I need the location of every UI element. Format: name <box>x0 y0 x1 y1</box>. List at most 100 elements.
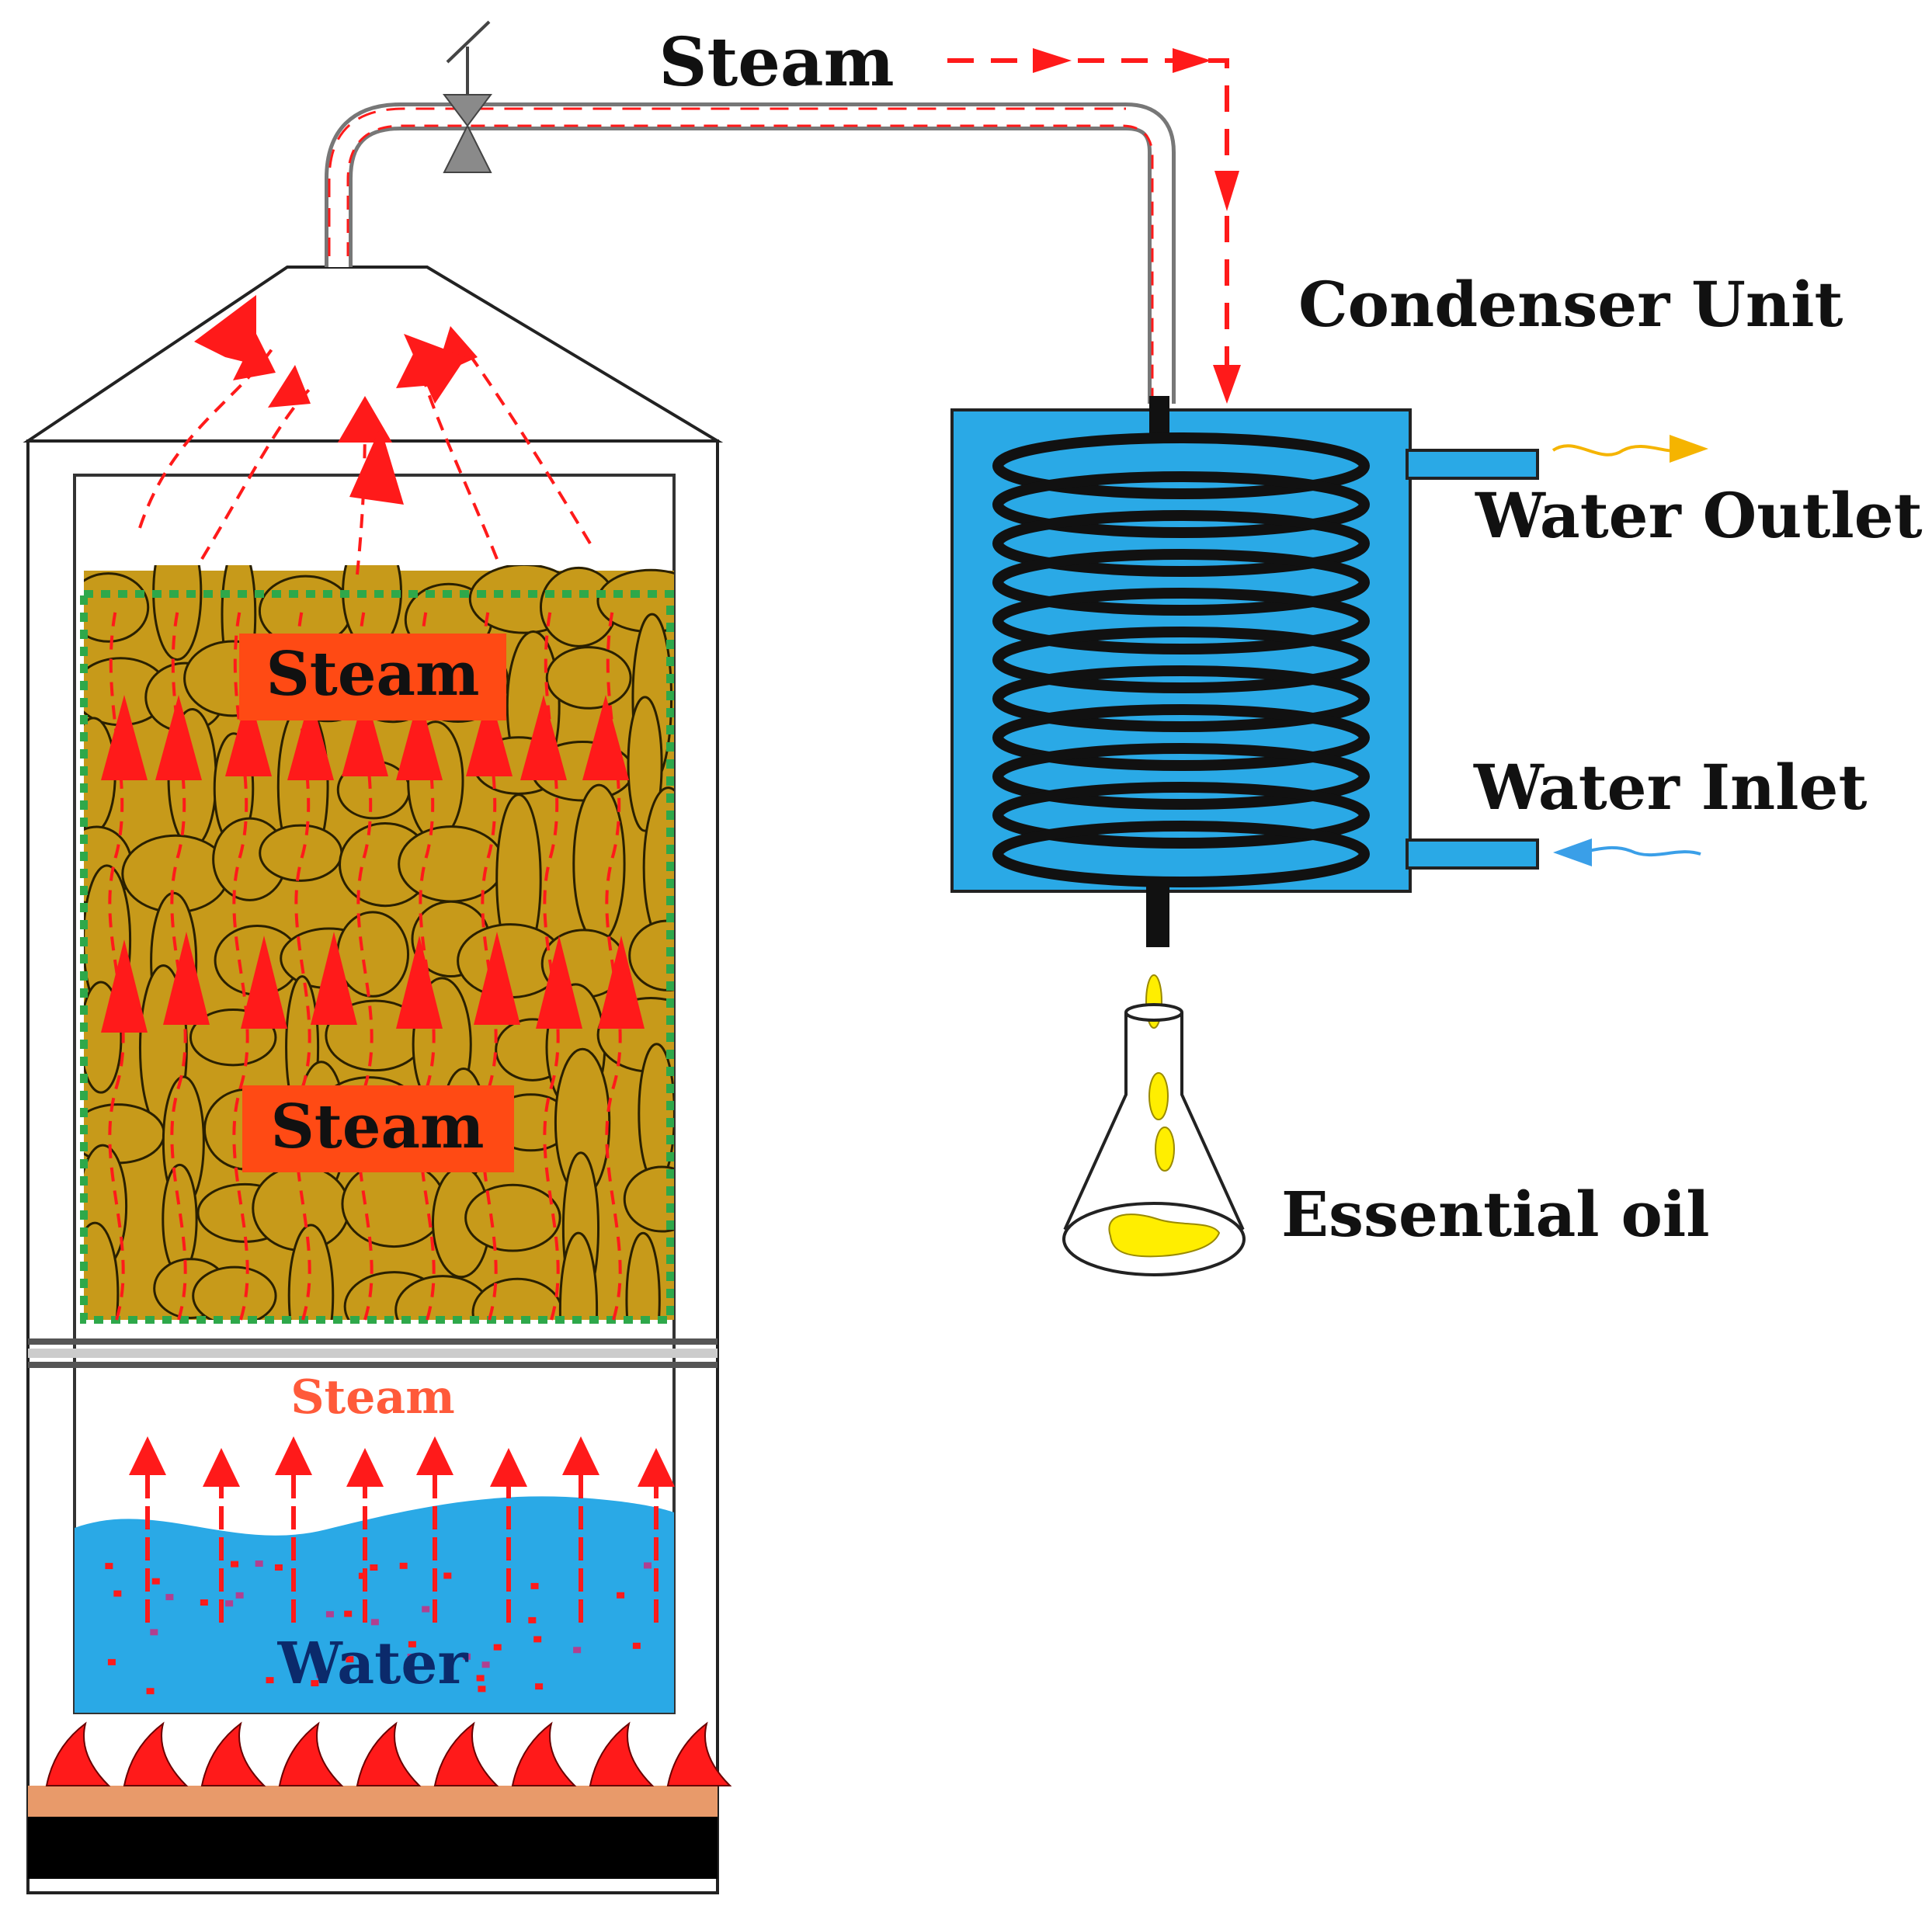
flame <box>45 1721 111 1786</box>
bubble <box>231 1561 239 1568</box>
bubble <box>113 1590 122 1597</box>
bubble <box>105 1563 113 1570</box>
flame <box>123 1721 189 1786</box>
leaf <box>627 696 663 832</box>
steam-arrow-up <box>287 695 334 780</box>
bubble <box>325 1611 334 1618</box>
steam-arrow-up <box>241 936 287 1029</box>
water-inlet-pipe <box>1406 838 1539 870</box>
coil-turn <box>992 704 1370 771</box>
bubble <box>422 1606 430 1613</box>
steam-arrow-up <box>396 936 443 1029</box>
bubble <box>165 1594 174 1601</box>
water-label: Water <box>277 1630 469 1697</box>
steam-arrow-up <box>598 936 645 1029</box>
leaf <box>625 1231 661 1320</box>
leaf <box>84 572 150 643</box>
bubble <box>200 1599 208 1606</box>
bubble <box>443 1572 452 1579</box>
bubble <box>533 1636 542 1643</box>
bubble <box>476 1675 485 1682</box>
steam-arrow-head <box>268 365 311 408</box>
bubble <box>150 1629 158 1636</box>
water-outlet-arrow <box>1552 435 1708 463</box>
steam-arrow-up <box>342 691 388 776</box>
leaf <box>341 1160 447 1248</box>
steam-arrow-head <box>349 427 404 505</box>
perforated-plate <box>28 1338 718 1368</box>
steam-arrow-up <box>466 691 513 776</box>
bubble <box>151 1578 160 1585</box>
leaf <box>464 1183 561 1252</box>
flame <box>278 1721 344 1786</box>
bubble <box>481 1661 490 1668</box>
coil-turn <box>992 821 1370 887</box>
bubble <box>370 1619 379 1626</box>
steam-chamber-label: Steam <box>290 1370 455 1425</box>
steam-arrow-up <box>311 932 357 1025</box>
steam-arrow-head <box>194 295 256 365</box>
bubble <box>632 1642 641 1649</box>
steam-arrows-roof <box>138 295 592 575</box>
steam-arrow-up <box>163 932 210 1025</box>
bubble <box>617 1592 625 1599</box>
steam-arrow-head <box>346 1448 384 1487</box>
steam-pipe-label: Steam <box>658 23 894 102</box>
leaf <box>84 1221 120 1320</box>
leaf <box>638 1043 674 1184</box>
bubble <box>225 1600 234 1607</box>
bubble <box>530 1582 539 1589</box>
water-pool: Water <box>75 1496 674 1713</box>
coil-turn <box>992 471 1370 538</box>
coil-turn <box>992 432 1370 499</box>
leaf <box>545 646 632 710</box>
coil-turn <box>992 665 1370 732</box>
steam-arrow-head <box>338 396 392 443</box>
steam-arrow-head <box>638 1448 675 1487</box>
bubble <box>255 1561 263 1568</box>
steam-label-box-lower: Steam <box>242 1085 514 1172</box>
coil-turn <box>992 588 1370 654</box>
bubble <box>344 1610 353 1617</box>
condenser-unit <box>950 396 1539 947</box>
steam-arrow-up <box>101 939 148 1033</box>
basket-border <box>80 590 674 1324</box>
steam-arrow-head <box>404 334 466 404</box>
condenser-coil <box>992 432 1370 887</box>
bubble <box>146 1688 155 1695</box>
steam-lower-label: Steam <box>270 1092 484 1162</box>
leaf <box>259 824 343 882</box>
bubble <box>528 1616 537 1623</box>
flame <box>666 1721 732 1786</box>
steam-valve[interactable] <box>443 20 492 173</box>
coil-turn <box>992 627 1370 693</box>
essential-oil-puddle <box>1108 1213 1221 1258</box>
bubble <box>463 1653 471 1660</box>
essential-oil-label: Essential oil <box>1281 1178 1710 1251</box>
steam-flow-arrow-top <box>947 48 1241 404</box>
flame <box>200 1721 266 1786</box>
leaf <box>335 911 410 998</box>
bubble <box>311 1680 319 1687</box>
bubble <box>399 1562 408 1569</box>
steam-arrow-up <box>155 695 202 780</box>
leaf <box>558 1231 599 1320</box>
steam-arrow-up <box>101 695 148 780</box>
bubble <box>274 1564 283 1571</box>
condenser-unit-label: Condenser Unit <box>1298 268 1843 341</box>
leaf <box>572 783 626 944</box>
drip-tube <box>1146 885 1169 947</box>
steam-flow-curve <box>464 348 592 545</box>
water-bubbles <box>105 1561 652 1695</box>
bubble <box>407 1654 415 1661</box>
steam-arrow-head <box>203 1448 240 1487</box>
plant-material-basket <box>80 565 674 1324</box>
fire-heater <box>28 1721 732 1879</box>
flame <box>356 1721 422 1786</box>
steam-label-box-upper: Steam <box>239 634 506 720</box>
steam-pipe <box>325 102 1176 404</box>
steam-arrow-up <box>225 691 272 776</box>
water-outlet-pipe <box>1406 449 1539 480</box>
steam-flow-curve <box>200 387 312 561</box>
flames <box>45 1721 732 1786</box>
